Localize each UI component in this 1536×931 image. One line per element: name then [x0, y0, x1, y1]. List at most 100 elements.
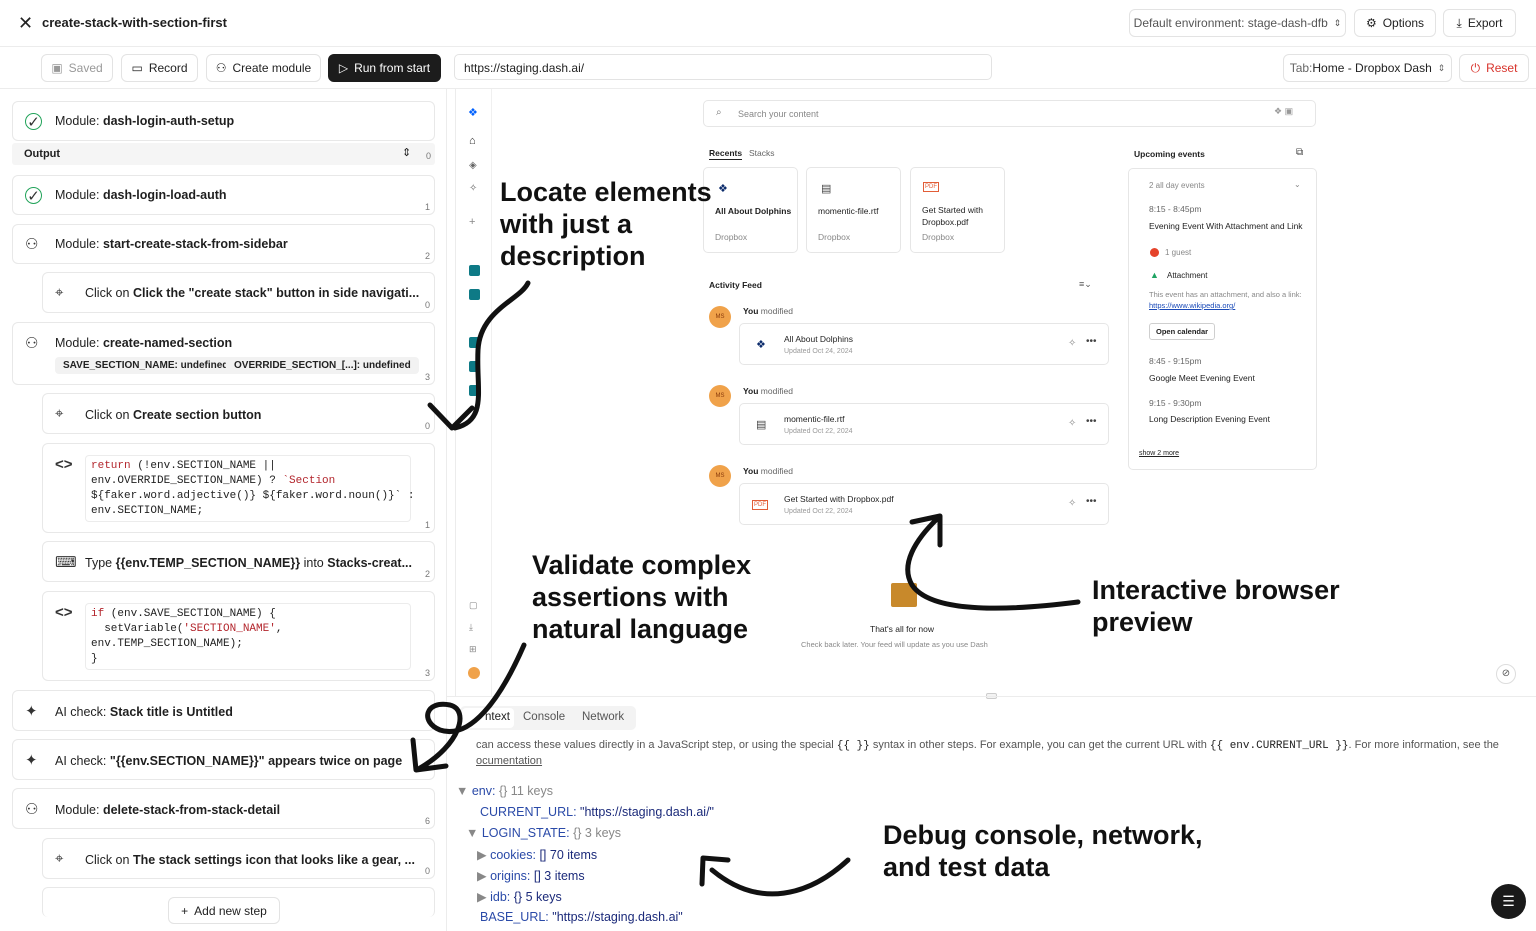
ai-check-step[interactable]: ✦ AI check: Stack title is Untitled [12, 690, 435, 731]
url-input[interactable]: https://staging.dash.ai/ [454, 54, 992, 80]
options-button[interactable]: ⚙Options [1354, 9, 1436, 37]
arrow-debug [699, 855, 851, 897]
callout-interactive: Interactive browser preview [1092, 575, 1340, 637]
tree-env[interactable]: ▼ env: {} 11 keys [456, 784, 553, 798]
event-time: 9:15 - 9:30pm [1149, 398, 1202, 408]
saved-button[interactable]: ▣Saved [41, 54, 113, 82]
chat-icon[interactable]: ☰ [1491, 884, 1526, 919]
javascript-step[interactable]: <> 1 [42, 443, 435, 533]
add-icon[interactable]: + [469, 216, 476, 228]
module-step[interactable]: ⚇ Module: delete-stack-from-stack-detail… [12, 788, 435, 829]
reset-button[interactable]: ⏻Reset [1459, 54, 1529, 82]
tab-stacks[interactable]: Stacks [749, 148, 775, 158]
stack-icon[interactable]: ◈ [469, 160, 477, 171]
step-prefix: Type [85, 556, 116, 570]
arrow-validate [410, 642, 527, 773]
tree-login-state[interactable]: ▼ LOGIN_STATE: {} 3 keys [466, 826, 621, 840]
tab-network[interactable]: Network [582, 711, 625, 723]
document-icon: ▤ [756, 419, 767, 431]
run-from-start-button[interactable]: ▷Run from start [328, 54, 441, 82]
module-step[interactable]: ✓ Module: dash-login-auth-setup [12, 101, 435, 141]
event-link[interactable]: https://www.wikipedia.org/ [1149, 301, 1236, 310]
ai-check-step[interactable]: ✦ AI check: "{{env.SECTION_NAME}}" appea… [12, 739, 435, 780]
add-step-button[interactable]: +Add new step [168, 897, 280, 924]
stack-file-icon: ❖ [756, 339, 766, 351]
step-label: dash-login-load-auth [102, 188, 227, 202]
feed-file-card[interactable]: PDF Get Started with Dropbox.pdf Updated… [739, 483, 1109, 525]
more-icon[interactable]: ••• [1086, 416, 1097, 427]
export-button[interactable]: ⤓Export [1443, 9, 1516, 37]
click-step[interactable]: ⌖ Click on Create section button 0 [42, 393, 435, 434]
step-index: 0 [424, 421, 430, 431]
sparkle-icon[interactable]: ✧ [469, 183, 478, 194]
sparkle-icon[interactable]: ✧ [1068, 338, 1077, 349]
close-icon[interactable]: ✕ [18, 13, 34, 33]
tab-recents[interactable]: Recents [709, 148, 743, 160]
chevron-down-icon[interactable]: ⌄ [1294, 180, 1301, 189]
javascript-step[interactable]: <> 3 [42, 591, 435, 681]
eye-off-icon[interactable]: ⊘ [1496, 664, 1516, 684]
step-label: dash-login-auth-setup [102, 114, 235, 128]
tree-origins[interactable]: ▶ origins: [] 3 items [477, 868, 585, 883]
environment-select[interactable]: Default environment: stage-dash-dfb⇕ [1129, 9, 1346, 37]
create-module-button[interactable]: ⚇ Create module [206, 54, 321, 82]
tree-idb[interactable]: ▶ idb: {} 5 keys [477, 889, 562, 904]
more-icon[interactable]: ••• [1086, 336, 1097, 347]
apps-icon[interactable]: ⊞ [469, 644, 477, 654]
stack-item-icon[interactable] [469, 385, 480, 396]
step-prefix: AI check: [55, 705, 110, 719]
stack-item-icon[interactable] [469, 265, 480, 276]
code-block[interactable]: return (!env.SECTION_NAME || env.OVERRID… [85, 455, 414, 522]
tree-current-url[interactable]: CURRENT_URL: "https://staging.dash.ai/" [480, 805, 714, 819]
sparkle-icon[interactable]: ✧ [1068, 418, 1077, 429]
feed-user: You [743, 466, 759, 476]
event-title[interactable]: Evening Event With Attachment and Link [1149, 221, 1303, 231]
sparkle-icon[interactable]: ✧ [1068, 498, 1077, 509]
feedback-icon[interactable]: ▢ [469, 600, 478, 610]
tree-base-url[interactable]: BASE_URL: "https://staging.dash.ai" [480, 910, 683, 924]
create-module-label: Create module [232, 61, 312, 75]
click-step[interactable]: ⌖ Click on Click the "create stack" butt… [42, 272, 435, 313]
step-prefix: Module: [55, 336, 103, 350]
file-card[interactable]: ❖ All About Dolphins Dropbox [703, 167, 798, 253]
tab-console[interactable]: Console [523, 711, 566, 723]
event-title[interactable]: Long Description Evening Event [1149, 414, 1270, 424]
output-row[interactable]: Output ⇕ 0 [12, 143, 435, 165]
chevron-updown-icon: ⇕ [402, 147, 412, 159]
record-button[interactable]: ▭Record [121, 54, 198, 82]
search-icon: ⌕ [716, 107, 722, 118]
more-icon[interactable]: ••• [1086, 496, 1097, 507]
stack-item-icon[interactable] [469, 337, 480, 348]
all-day-events[interactable]: 2 all day events [1149, 181, 1205, 190]
tab-select[interactable]: Tab: Home - Dropbox Dash⇕ [1283, 54, 1452, 82]
download-icon[interactable]: ⤓ [469, 622, 473, 632]
chevron-updown-icon: ⇕ [1333, 17, 1342, 28]
filter-icon[interactable]: ≡⌄ [1079, 279, 1092, 289]
user-avatar: MS [709, 385, 731, 407]
dash-search-input[interactable]: Search your content [703, 100, 1316, 127]
external-link-icon[interactable]: ⧉ [1296, 147, 1304, 158]
module-step[interactable]: ⚇ Module: start-create-stack-from-sideba… [12, 224, 435, 264]
event-title[interactable]: Google Meet Evening Event [1149, 373, 1255, 383]
tree-cookies[interactable]: ▶ cookies: [] 70 items [477, 847, 597, 862]
home-icon[interactable]: ⌂ [469, 135, 476, 147]
module-step[interactable]: ✓ Module: dash-login-load-auth 1 [12, 175, 435, 215]
module-icon: ⚇ [215, 61, 227, 75]
attachment-label[interactable]: Attachment [1167, 271, 1208, 280]
profile-avatar[interactable] [468, 667, 480, 679]
code-block[interactable]: if (env.SAVE_SECTION_NAME) { setVariable… [85, 603, 411, 670]
feed-file-card[interactable]: ❖ All About Dolphins Updated Oct 24, 202… [739, 323, 1109, 365]
file-card[interactable]: ▤ momentic-file.rtf Dropbox [806, 167, 901, 253]
file-card[interactable]: PDF Get Started with Dropbox.pdf Dropbox [910, 167, 1005, 253]
stack-item-icon[interactable] [469, 289, 480, 300]
open-calendar-button[interactable]: Open calendar [1149, 323, 1216, 340]
type-step[interactable]: ⌨ Type {{env.TEMP_SECTION_NAME}} into St… [42, 541, 435, 582]
documentation-link[interactable]: ocumentation [476, 755, 543, 767]
show-more-link[interactable]: show 2 more [1139, 450, 1180, 457]
stack-item-icon[interactable] [469, 361, 480, 372]
feed-file-card[interactable]: ▤ momentic-file.rtf Updated Oct 22, 2024… [739, 403, 1109, 445]
top-bar: ✕ create-stack-with-section-first Defaul… [0, 0, 1536, 47]
click-step[interactable]: ⌖ Click on The stack settings icon that … [42, 838, 435, 879]
module-step[interactable]: ⚇ Module: create-named-section 3 [12, 322, 435, 385]
dropbox-logo-icon[interactable]: ❖ [468, 107, 478, 119]
